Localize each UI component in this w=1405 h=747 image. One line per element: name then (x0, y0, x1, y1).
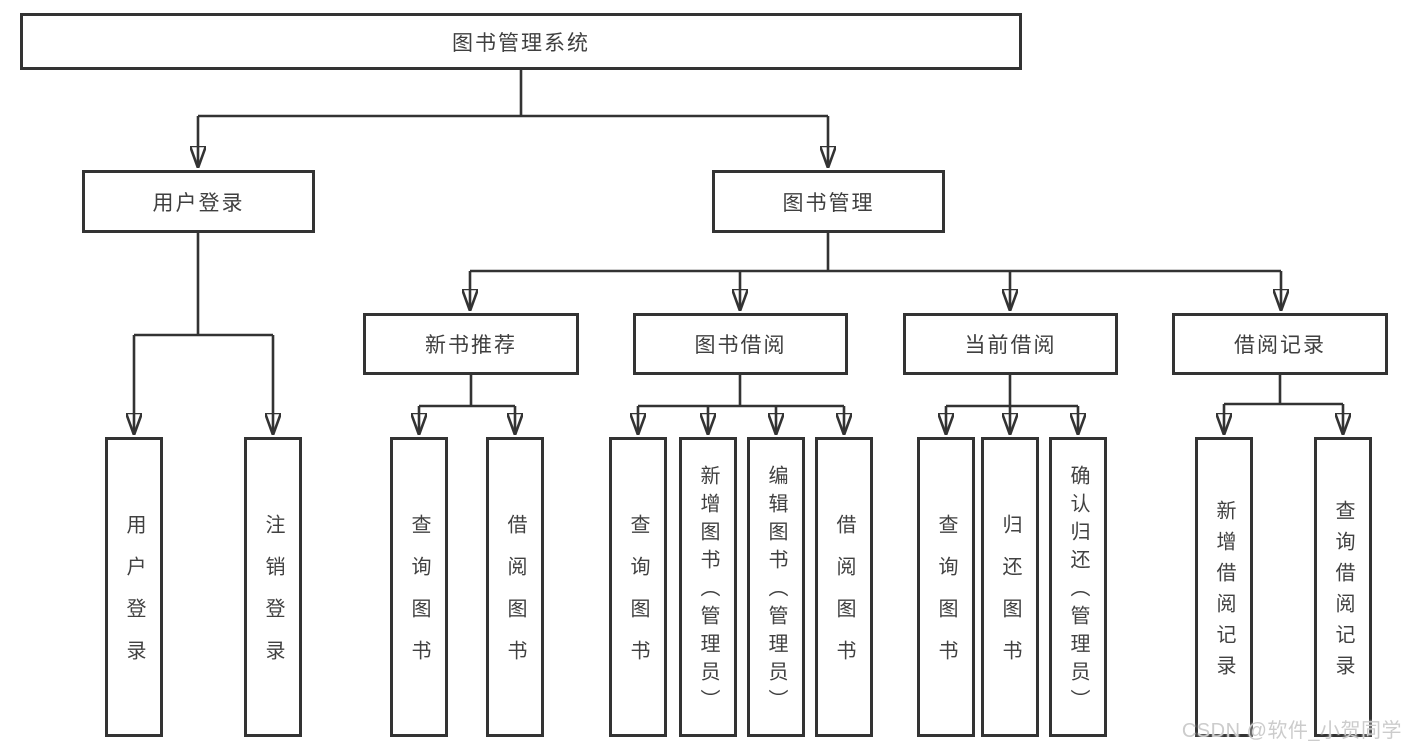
leaf-add-books-admin: 新增图书（管理员） (679, 437, 737, 737)
node-label: 借阅记录 (1234, 334, 1326, 357)
node-label: 用户登录 (152, 191, 245, 215)
leaf-label: 用户登录 (123, 514, 145, 682)
leaf-label: 确认归还（管理员） (1067, 465, 1089, 717)
leaf-query-books-current: 查询图书 (917, 437, 975, 737)
leaf-query-books-borrow: 查询图书 (609, 437, 667, 737)
leaf-confirm-return-admin: 确认归还（管理员） (1049, 437, 1107, 737)
leaf-user-login: 用户登录 (105, 437, 163, 737)
node-label: 图书管理 (782, 191, 875, 215)
leaf-label: 查询图书 (408, 514, 430, 682)
node-label: 图书借阅 (694, 334, 787, 357)
leaf-label: 查询图书 (935, 514, 957, 682)
leaf-edit-books-admin: 编辑图书（管理员） (747, 437, 805, 737)
leaf-label: 新增图书（管理员） (697, 465, 719, 717)
node-current-borrowing: 当前借阅 (903, 313, 1118, 375)
csdn-watermark: CSDN @软件_小贺同学 (1181, 720, 1402, 742)
leaf-label: 借阅图书 (833, 514, 855, 682)
node-borrowing-records: 借阅记录 (1172, 313, 1388, 375)
leaf-query-books-recommend: 查询图书 (390, 437, 448, 737)
node-new-book-recommendation: 新书推荐 (363, 313, 579, 375)
node-label: 新书推荐 (425, 334, 517, 357)
leaf-add-borrow-record: 新增借阅记录 (1195, 437, 1253, 737)
leaf-label: 注销登录 (262, 514, 284, 682)
leaf-label: 借阅图书 (504, 514, 526, 682)
leaf-label: 查询借阅记录 (1332, 499, 1354, 686)
leaf-label: 编辑图书（管理员） (765, 465, 787, 717)
leaf-borrow-books: 借阅图书 (815, 437, 873, 737)
node-book-management: 图书管理 (712, 170, 945, 233)
node-user-login: 用户登录 (82, 170, 315, 233)
node-library-management-system: 图书管理系统 (20, 13, 1022, 70)
leaf-label: 归还图书 (999, 514, 1021, 682)
node-label: 当前借阅 (964, 334, 1057, 357)
leaf-label: 查询图书 (627, 514, 649, 682)
node-book-borrowing: 图书借阅 (633, 313, 848, 375)
leaf-logout: 注销登录 (244, 437, 302, 737)
leaf-query-borrow-record: 查询借阅记录 (1314, 437, 1372, 737)
leaf-borrow-books-recommend: 借阅图书 (486, 437, 544, 737)
node-label: 图书管理系统 (452, 31, 590, 55)
leaf-return-books: 归还图书 (981, 437, 1039, 737)
leaf-label: 新增借阅记录 (1213, 499, 1235, 686)
